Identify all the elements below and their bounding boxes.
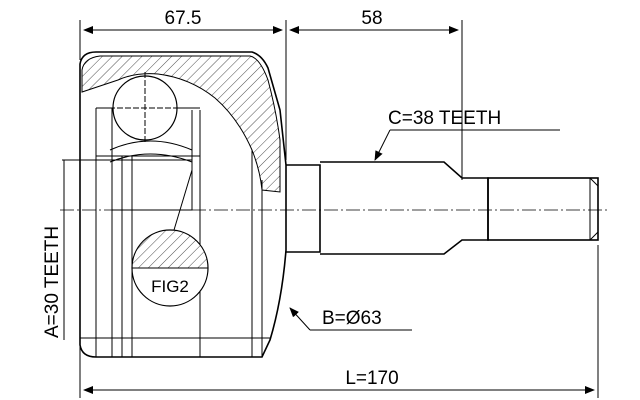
dimension-text-58: 58 — [361, 8, 382, 29]
fig2-detail: FIG2 — [131, 169, 209, 307]
fig2-label: FIG2 — [151, 277, 189, 296]
inner-spline-text: A=30 TEETH — [42, 226, 63, 338]
label-housing-diameter: B=Ø63 — [289, 307, 412, 331]
outer-spline-text: C=38 TEETH — [388, 108, 501, 129]
stub-shaft — [286, 161, 599, 255]
ball-bearing — [109, 72, 181, 144]
label-inner-spline: A=30 TEETH — [42, 160, 65, 340]
dimension-housing-length: 67.5 — [79, 8, 287, 160]
total-length-text: L=170 — [345, 368, 398, 389]
housing-diameter-text: B=Ø63 — [322, 308, 382, 329]
dimension-total-length: L=170 — [79, 245, 599, 398]
inner-spline-block — [62, 159, 193, 211]
dimension-shaft-length: 58 — [289, 8, 463, 180]
dimension-text-67-5: 67.5 — [165, 8, 202, 29]
housing-outline — [79, 51, 287, 358]
label-outer-spline: C=38 TEETH — [374, 108, 560, 161]
